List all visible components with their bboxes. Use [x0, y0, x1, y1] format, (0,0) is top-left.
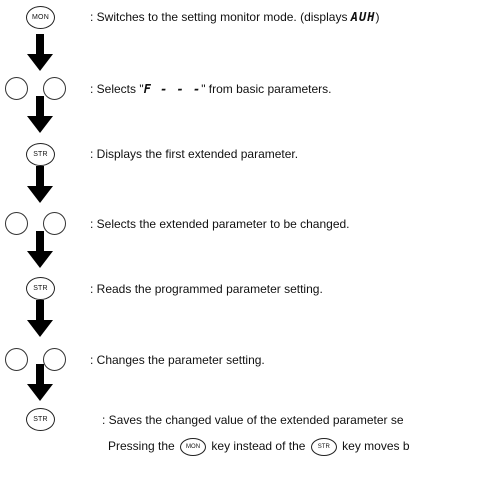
str-key[interactable]: STR [26, 277, 55, 300]
str-key-label: STR [26, 408, 55, 431]
down-arrow-icon [27, 34, 53, 71]
step-4-description: : Selects the extended parameter to be c… [90, 217, 350, 231]
up-key[interactable] [5, 348, 28, 371]
step-7-description: : Saves the changed value of the extende… [102, 413, 404, 427]
step-1-description: : Switches to the setting monitor mode. … [90, 10, 380, 24]
down-arrow-icon [27, 231, 53, 268]
down-arrow-icon [27, 364, 53, 401]
note-line: Pressing the MON key instead of the STR … [108, 438, 410, 456]
up-down-keys [5, 212, 67, 235]
step-5-description: : Reads the programmed parameter setting… [90, 282, 323, 296]
mon-key[interactable]: MON [26, 6, 55, 29]
str-key-label: STR [26, 277, 55, 300]
display-readout-auh: AUH [350, 10, 376, 24]
mon-key-label: MON [26, 6, 55, 29]
up-key[interactable] [5, 212, 28, 235]
str-key[interactable]: STR [26, 408, 55, 431]
str-key[interactable]: STR [26, 143, 55, 166]
down-arrow-icon [27, 300, 53, 337]
step-3-description: : Displays the first extended parameter. [90, 147, 299, 161]
step-2-description: : Selects "F - - -" from basic parameter… [90, 82, 332, 96]
down-key[interactable] [43, 77, 66, 100]
down-arrow-icon [27, 96, 53, 133]
inline-mon-key: MON [180, 438, 207, 456]
down-key[interactable] [43, 348, 66, 371]
inline-str-key: STR [310, 438, 337, 456]
step-6-description: : Changes the parameter setting. [90, 353, 265, 367]
up-key[interactable] [5, 77, 28, 100]
str-key-label: STR [26, 143, 55, 166]
up-down-keys [5, 77, 67, 100]
display-readout-f: F - - - [143, 82, 202, 96]
down-arrow-icon [27, 166, 53, 203]
down-key[interactable] [43, 212, 66, 235]
up-down-keys [5, 348, 67, 371]
